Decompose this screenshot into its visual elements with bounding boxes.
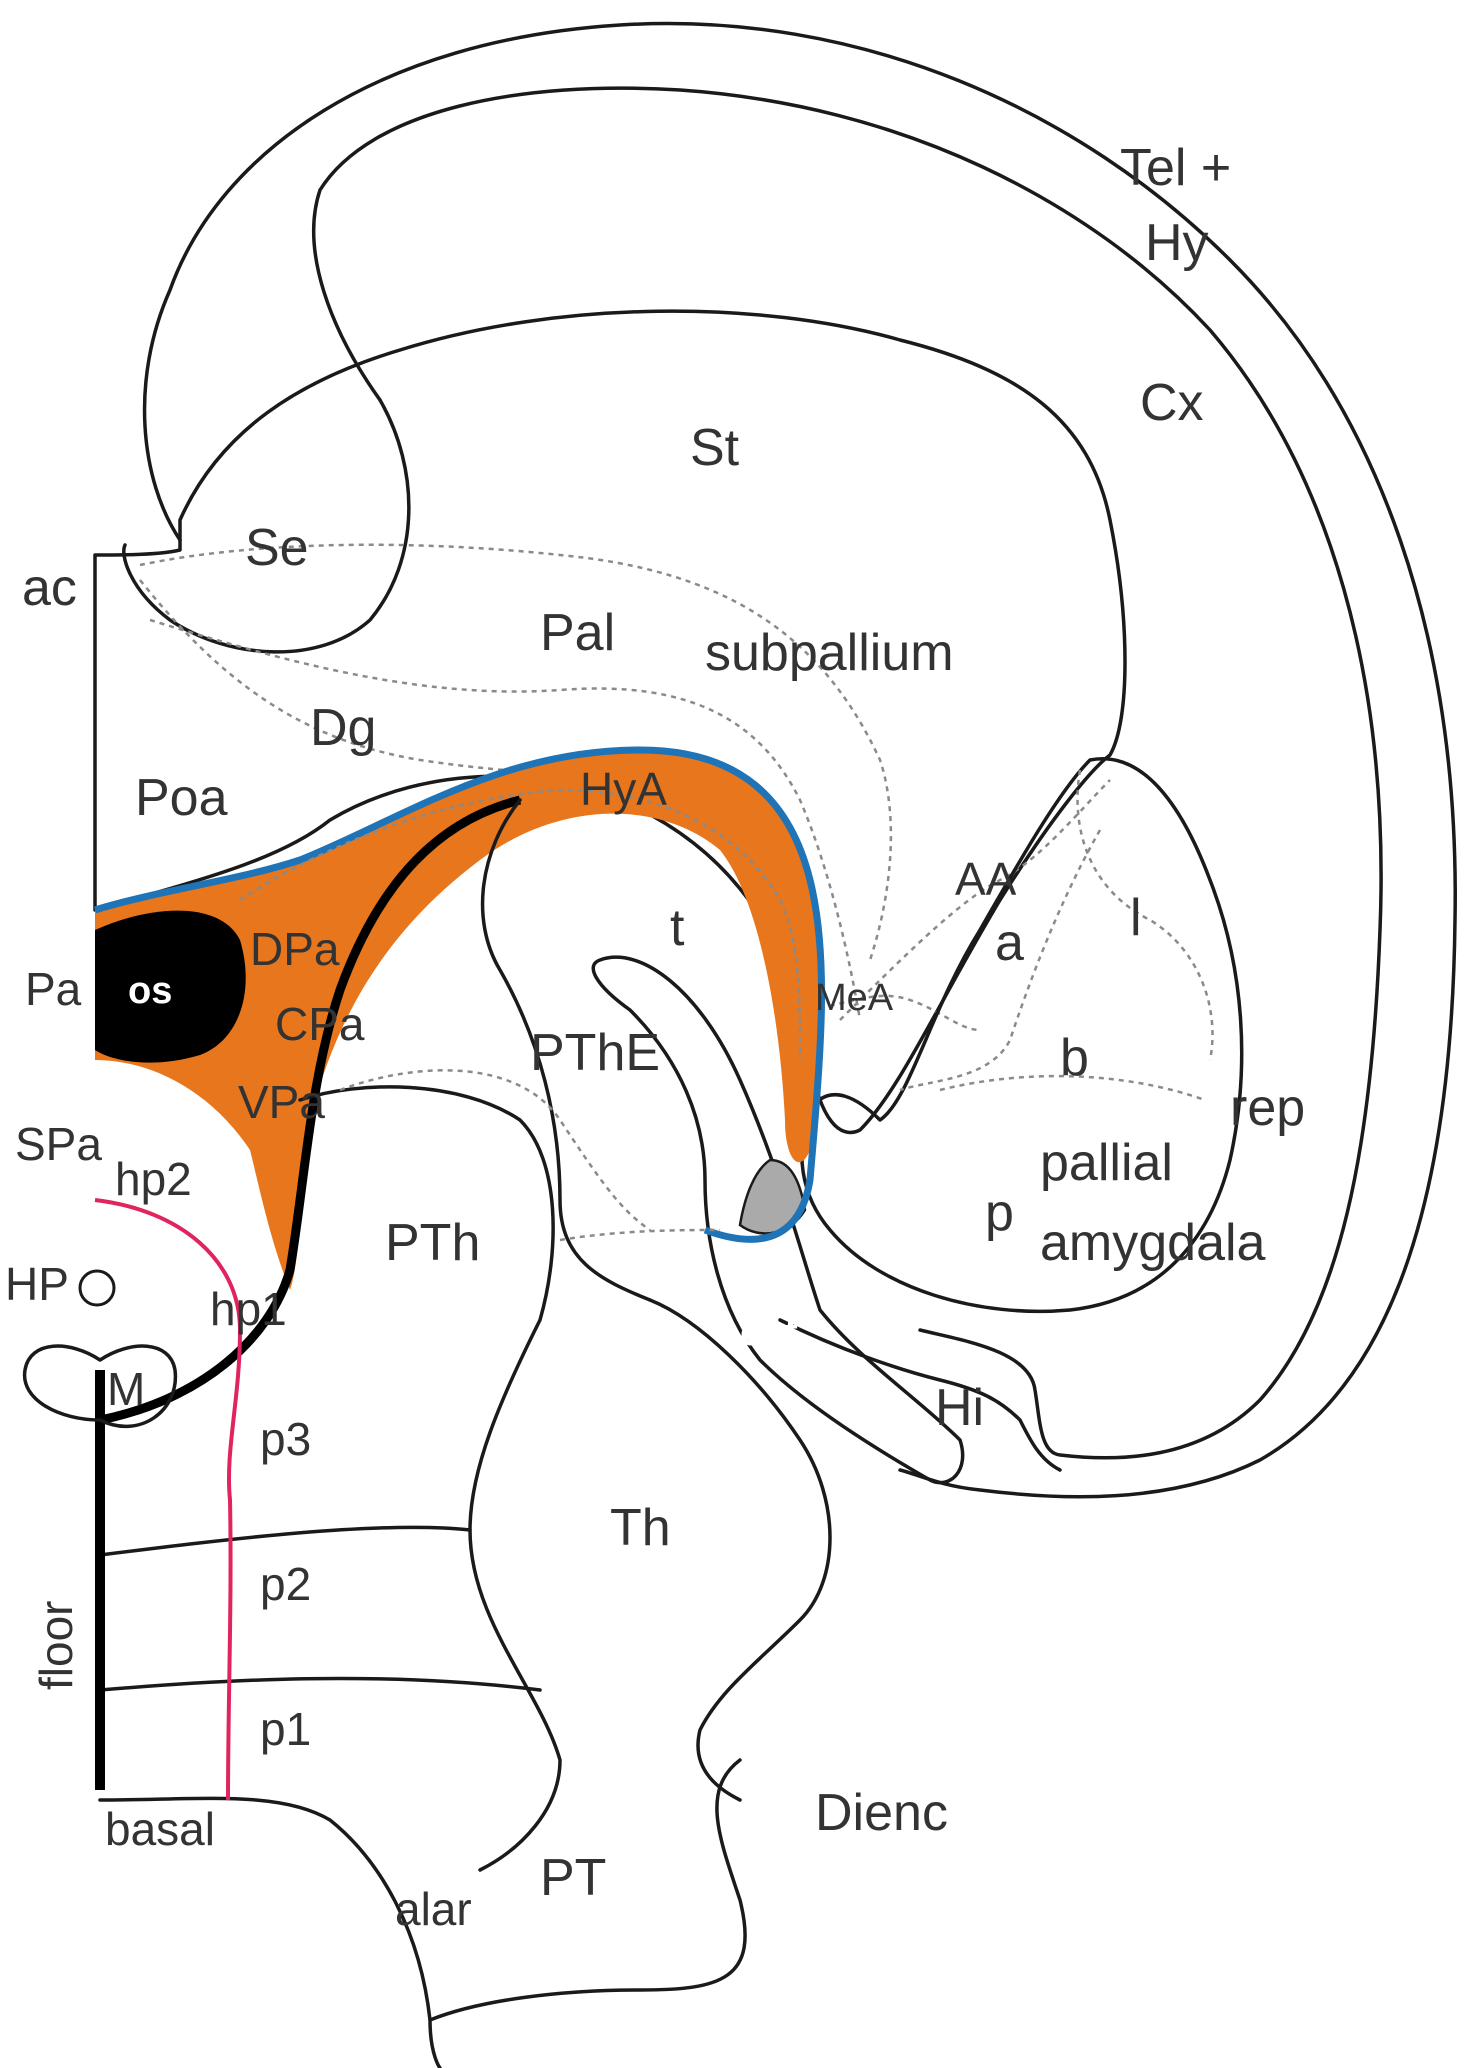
label-tel-hy-line1: Tel +	[1120, 139, 1231, 197]
th-pt-boundary	[648, 1298, 832, 1802]
hypothalamus-region	[95, 750, 822, 1290]
label-hp2: hp2	[115, 1153, 192, 1205]
hypothalamus-blue-border	[93, 746, 826, 1243]
mammillary-outline	[22, 1344, 178, 1428]
label-alar: alar	[395, 1883, 472, 1935]
label-hya: HyA	[580, 763, 667, 815]
label-pallial: pallial	[1040, 1134, 1173, 1192]
label-hp1: hp1	[210, 1283, 287, 1335]
label-ac: ac	[22, 559, 77, 617]
label-amygdala: amygdala	[1040, 1214, 1266, 1272]
p2-p1-boundary	[98, 1676, 542, 1692]
label-dg: Dg	[310, 699, 376, 757]
pth-th-boundary	[298, 1085, 562, 1872]
hp-circle	[78, 1269, 116, 1307]
amygdala-inner-boundary-l	[1076, 769, 1214, 1061]
label-cpa: CPa	[275, 998, 365, 1050]
label-st: St	[690, 419, 740, 477]
label-poa: Poa	[135, 769, 228, 827]
hi-outline	[778, 1318, 1062, 1472]
label-mea: MeA	[815, 977, 894, 1019]
boundary-aa	[839, 779, 1111, 1021]
label-t: t	[670, 899, 685, 957]
label-se: Se	[245, 519, 309, 577]
label-p: p	[985, 1184, 1014, 1242]
label-th: Th	[610, 1499, 671, 1557]
label-floor: floor	[30, 1601, 82, 1690]
hypothalamus-black-edge	[99, 795, 522, 1425]
inner-cortex-outline	[312, 86, 1383, 1460]
label-cx: Cx	[1140, 374, 1204, 432]
label-chf: chf	[740, 1312, 797, 1354]
septum-outline	[122, 398, 411, 654]
boundary-se-pal	[139, 543, 893, 961]
label-tel-hy-line2: Hy	[1145, 214, 1209, 272]
optic-stalk-region	[95, 910, 246, 1063]
label-p2: p2	[260, 1558, 311, 1610]
hp-boundary-line	[94, 1198, 243, 1801]
label-p3: p3	[260, 1413, 311, 1465]
amygdala-inner-boundary-b	[939, 1074, 1206, 1102]
label-dienc: Dienc	[815, 1784, 948, 1842]
label-a: a	[995, 914, 1024, 972]
label-aa: AA	[955, 853, 1017, 905]
label-pa: Pa	[25, 963, 82, 1015]
label-pal: Pal	[540, 604, 615, 662]
lower-outline	[98, 1796, 442, 2068]
label-l: l	[1130, 889, 1142, 947]
pthe-outline	[480, 798, 652, 1302]
label-hp: HP	[5, 1258, 69, 1310]
label-spa: SPa	[15, 1118, 102, 1170]
label-pth: PTh	[385, 1214, 480, 1272]
label-m: M	[107, 1363, 145, 1415]
pthe-dotted-boundary	[339, 1069, 651, 1232]
label-subpallium: subpallium	[705, 624, 954, 682]
label-pt: PT	[540, 1849, 606, 1907]
hypothalamus-internal-boundary	[239, 788, 802, 1061]
label-b: b	[1060, 1029, 1089, 1087]
label-rep: rep	[1230, 1079, 1305, 1137]
boundary-dg-hya	[139, 579, 681, 775]
label-vpa: VPa	[238, 1076, 325, 1128]
label-hi: Hi	[935, 1379, 984, 1437]
label-dpa: DPa	[250, 923, 340, 975]
boundary-pal-dg	[149, 618, 862, 1021]
dark-band-region	[591, 955, 965, 1485]
boundary-mea	[809, 994, 981, 1032]
label-p1: p1	[260, 1703, 311, 1755]
label-basal: basal	[105, 1803, 215, 1855]
pth-dotted-boundary	[559, 1228, 721, 1242]
label-os: os	[128, 970, 172, 1012]
pallial-amygdala-region	[800, 757, 1244, 1314]
label-pthe: PThE	[530, 1024, 660, 1082]
amygdala-inner-boundary-a	[899, 829, 1102, 1092]
outer-telencephalon-outline	[142, 21, 1457, 1499]
p3-p2-boundary	[98, 1525, 472, 1557]
pt-outline	[428, 1758, 747, 2022]
